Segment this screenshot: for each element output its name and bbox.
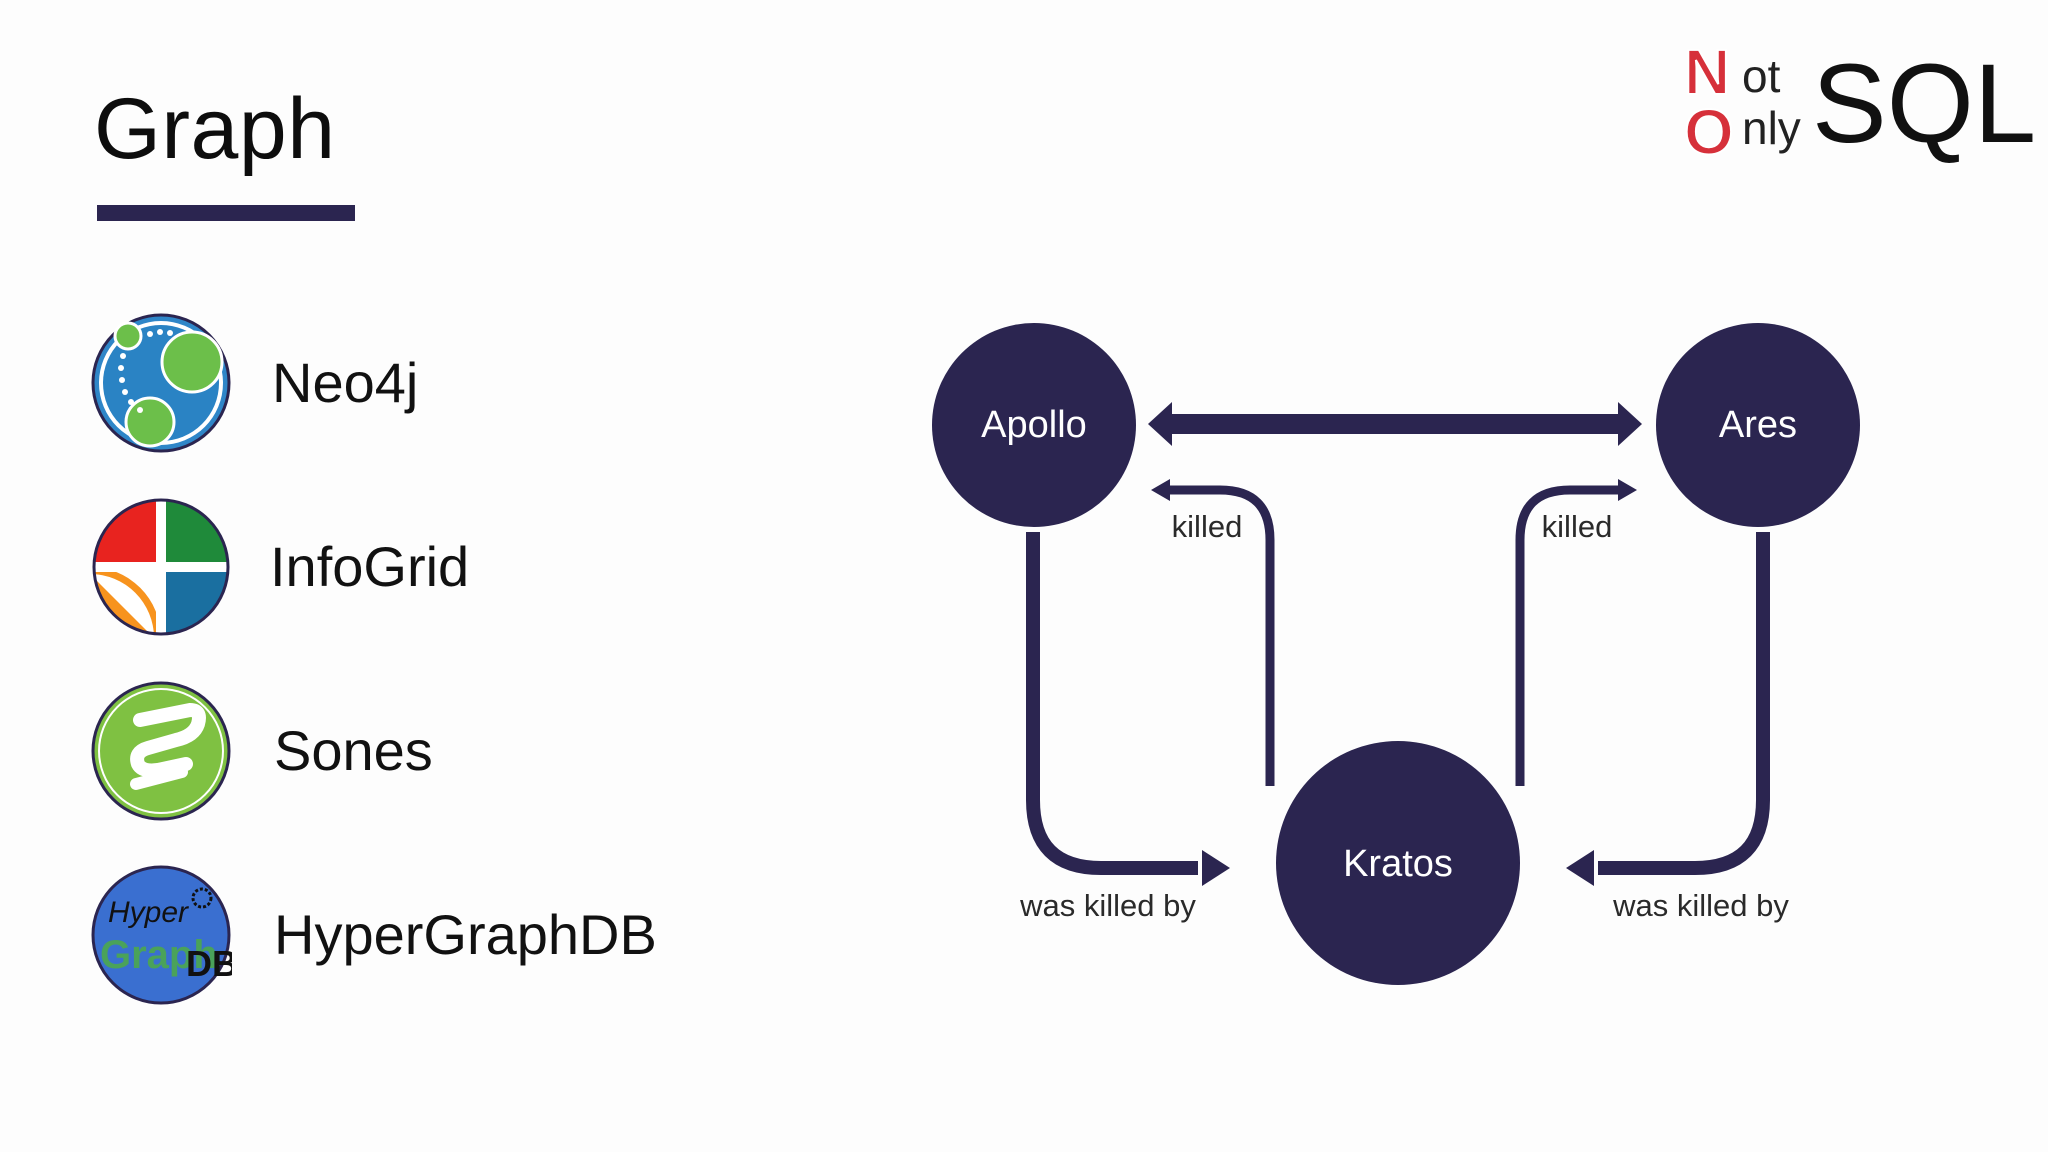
list-item-neo4j: Neo4j [90,312,790,454]
node-kratos [1276,741,1520,985]
edge-kratos-apollo [1168,485,1275,786]
hypergraphdb-logo-icon: Hyper Graph DB [91,865,232,1005]
edge-ares-kratos [1598,532,1770,875]
list-item-sones: Sones [90,680,790,822]
svg-text:Graph: Graph [100,933,218,977]
title-underline [97,205,355,221]
edge-kratos-ares [1515,485,1620,786]
arrowhead-kratos-right-icon [1566,850,1594,886]
edge-label-killed-right: killed [1542,509,1613,544]
node-ares [1656,323,1860,527]
db-label-hypergraphdb: HyperGraphDB [274,903,657,966]
arrowhead-killed-apollo-icon [1151,479,1170,501]
db-label-neo4j: Neo4j [272,351,419,414]
edge-label-was-killed-by-right: was killed by [1612,888,1789,923]
arrowhead-killed-ares-icon [1618,479,1637,501]
nosql-logo: N O ot nly SQL [1683,36,2036,166]
node-label-kratos: Kratos [1343,843,1453,885]
node-apollo [932,323,1136,527]
edge-apollo-kratos [1026,532,1198,875]
node-label-apollo: Apollo [981,404,1087,446]
logo-text-ot: ot [1742,50,1781,102]
arrowhead-left-icon [1148,402,1172,446]
logo-letter-o: O [1684,96,1734,166]
logo-letter-n: N [1684,36,1730,108]
svg-text:DB: DB [186,943,232,984]
db-label-sones: Sones [274,719,433,782]
arrowhead-kratos-left-icon [1202,850,1230,886]
db-label-infogrid: InfoGrid [270,535,470,598]
node-label-ares: Ares [1719,404,1797,446]
logo-text-nly: nly [1742,102,1801,154]
sones-logo-icon [91,681,231,821]
svg-text:Hyper: Hyper [108,896,189,929]
list-item-infogrid: InfoGrid [90,496,790,638]
logo-text-sql: SQL [1812,41,2036,166]
infogrid-logo-icon [92,498,230,636]
neo4j-logo-icon [91,313,231,453]
list-item-hypergraphdb: Hyper Graph DB HyperGraphDB [90,864,790,1006]
edge-label-was-killed-by-left: was killed by [1019,888,1196,923]
edge-label-killed-left: killed [1172,509,1243,544]
arrowhead-right-icon [1618,402,1642,446]
page-title: Graph [94,81,336,177]
